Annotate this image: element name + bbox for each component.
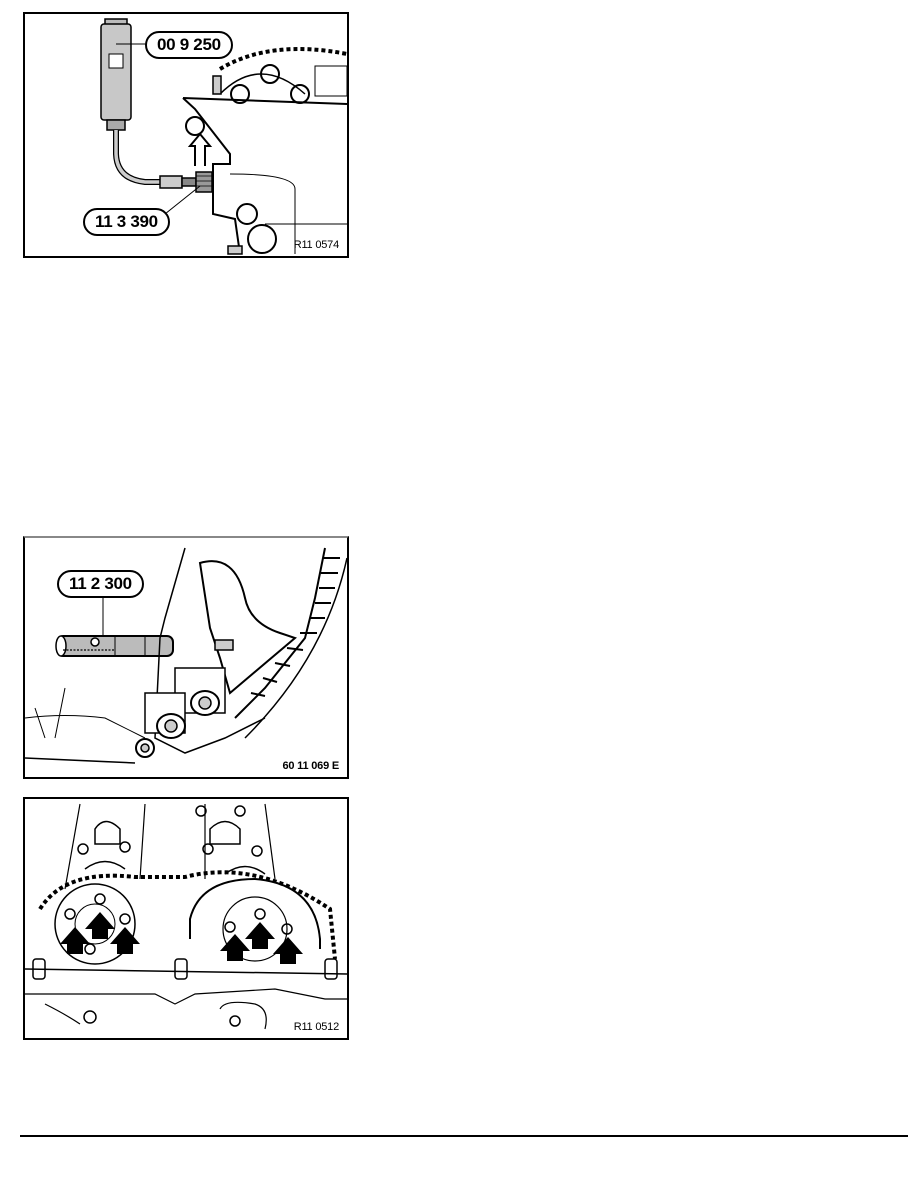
arrow-icons xyxy=(60,912,303,964)
figure-reference: 60 11 069 E xyxy=(282,760,339,772)
tool-callout-11-2-300: 11 2 300 xyxy=(57,570,144,598)
figure-1-tool-connection: 00 9 250 11 3 390 R11 0574 xyxy=(23,12,349,258)
figure-3-camshaft-sprockets: R11 0512 xyxy=(23,797,349,1040)
figure-reference: R11 0512 xyxy=(293,1021,339,1033)
figure-2-drawing xyxy=(25,547,347,764)
tool-callout-11-3-390: 11 3 390 xyxy=(83,208,170,236)
figure-3-drawing xyxy=(25,803,347,1030)
up-arrow-icon xyxy=(187,132,213,166)
figure-2-locking-pin: 11 2 300 60 11 069 E xyxy=(23,536,349,779)
tool-callout-00-9-250: 00 9 250 xyxy=(145,31,233,59)
footer-divider xyxy=(20,1135,908,1137)
figure-reference: R11 0574 xyxy=(293,239,339,251)
figure-1-drawing xyxy=(100,18,347,255)
